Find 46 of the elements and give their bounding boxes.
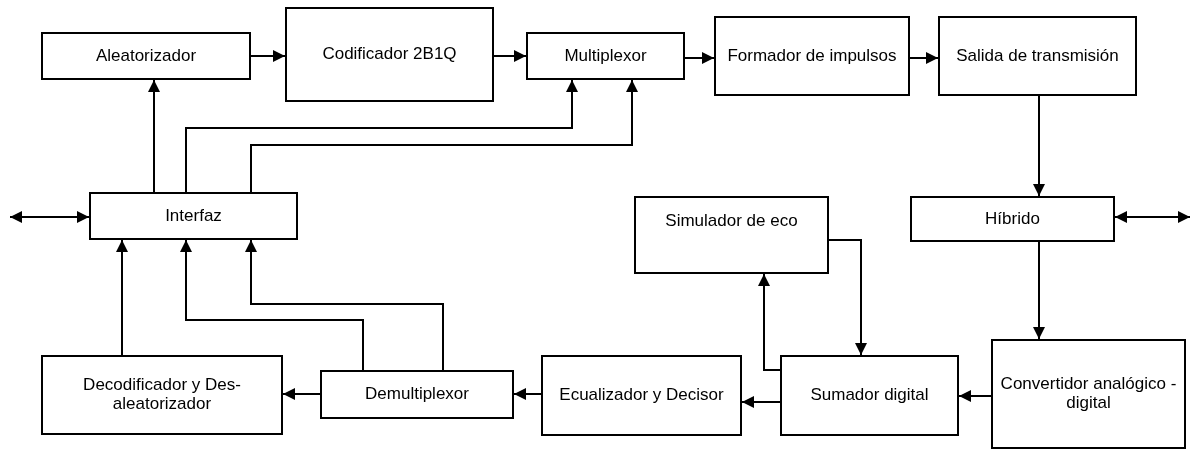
arrow — [1033, 241, 1045, 340]
process-box — [780, 355, 959, 436]
box-label: Interfaz — [165, 206, 222, 226]
box-label: Simulador de eco — [665, 212, 798, 231]
process-box — [634, 196, 829, 274]
process-box — [991, 339, 1186, 449]
arrow — [250, 50, 286, 62]
arrow — [9, 211, 90, 223]
arrow — [1114, 211, 1191, 223]
box-label: Demultiplexor — [365, 385, 469, 404]
process-box — [89, 192, 298, 240]
arrow — [250, 79, 638, 193]
process-box — [938, 16, 1137, 96]
arrow — [513, 388, 542, 400]
arrow — [958, 390, 992, 402]
arrow — [148, 79, 160, 193]
process-box — [285, 7, 494, 102]
arrow — [185, 79, 578, 193]
box-label: Multiplexor — [564, 46, 647, 66]
arrow — [741, 396, 781, 408]
process-box — [910, 196, 1115, 242]
arrow — [909, 52, 939, 64]
box-label: Codificador 2B1Q — [322, 45, 457, 64]
box-label: Sumador digital — [810, 386, 929, 405]
box-label: Salida de transmisión — [956, 46, 1119, 66]
arrow — [245, 239, 444, 371]
arrow — [758, 273, 781, 371]
arrow — [1033, 95, 1045, 197]
process-box — [526, 32, 685, 80]
process-box — [714, 16, 910, 96]
arrow — [282, 388, 321, 400]
box-label: Híbrido — [985, 209, 1040, 229]
box-label: Aleatorizador — [95, 46, 197, 66]
arrow — [180, 239, 364, 371]
box-label: Convertidor analógico - digital — [999, 375, 1178, 413]
arrow — [493, 50, 527, 62]
process-box — [41, 32, 251, 80]
box-label: Ecualizador y Decisor — [559, 386, 724, 405]
process-box — [320, 370, 514, 419]
process-box — [541, 355, 742, 436]
process-box — [41, 355, 283, 435]
box-label: Decodificador y Des-aleatorizador — [82, 376, 242, 414]
arrow — [828, 239, 867, 356]
arrow — [684, 52, 715, 64]
arrow — [116, 239, 128, 356]
box-label: Formador de impulsos — [727, 46, 897, 66]
